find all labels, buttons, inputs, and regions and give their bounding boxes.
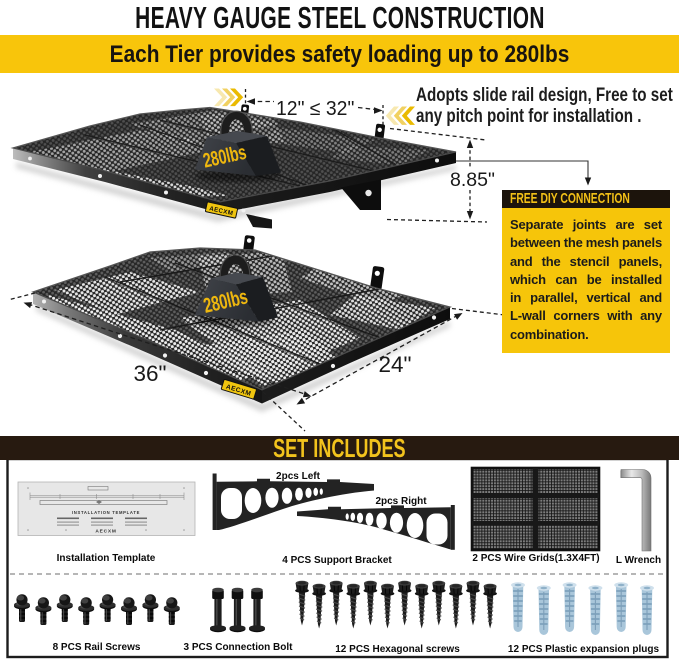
svg-text:AECXM: AECXM — [95, 529, 116, 535]
svg-text:INSTALLATION TEMPLATE: INSTALLATION TEMPLATE — [72, 510, 140, 515]
